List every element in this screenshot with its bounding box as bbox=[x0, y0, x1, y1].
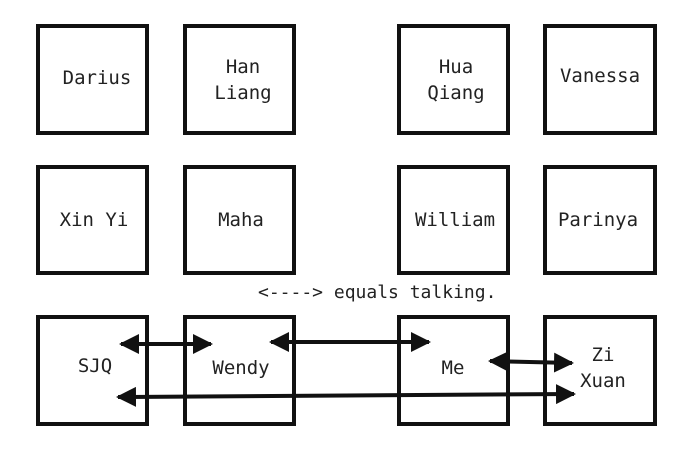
seat-label-vanessa: Vanessa bbox=[559, 65, 641, 87]
seat-vanessa bbox=[543, 24, 657, 135]
seat-parinya bbox=[543, 165, 657, 275]
seat-label-han-liang: Han Liang bbox=[214, 56, 272, 104]
seat-xin-yi bbox=[36, 165, 149, 275]
seat-maha bbox=[183, 165, 296, 275]
seat-label-sjq: SJQ bbox=[77, 355, 113, 377]
arrow-me-zi-xuan bbox=[488, 351, 574, 373]
seat-label-william: William bbox=[414, 209, 496, 231]
seat-label-wendy: Wendy bbox=[212, 357, 270, 379]
legend-equals-talking: <----> equals talking. bbox=[258, 282, 497, 303]
arrow-sjq-zi-xuan bbox=[116, 384, 576, 407]
seat-label-me: Me bbox=[441, 357, 465, 379]
seat-william bbox=[397, 165, 510, 275]
seat-han-liang bbox=[183, 24, 296, 135]
seat-label-darius: Darius bbox=[62, 67, 132, 89]
seat-label-parinya: Parinya bbox=[557, 209, 639, 231]
seat-label-xin-yi: Xin Yi bbox=[59, 209, 129, 231]
seat-sjq bbox=[36, 315, 149, 426]
seat-hua-qiang bbox=[397, 24, 510, 135]
seat-darius bbox=[36, 24, 149, 135]
seat-label-zi-xuan: Zi Xuan bbox=[580, 344, 626, 392]
seat-label-maha: Maha bbox=[218, 209, 264, 231]
seat-label-hua-qiang: Hua Qiang bbox=[427, 56, 485, 104]
